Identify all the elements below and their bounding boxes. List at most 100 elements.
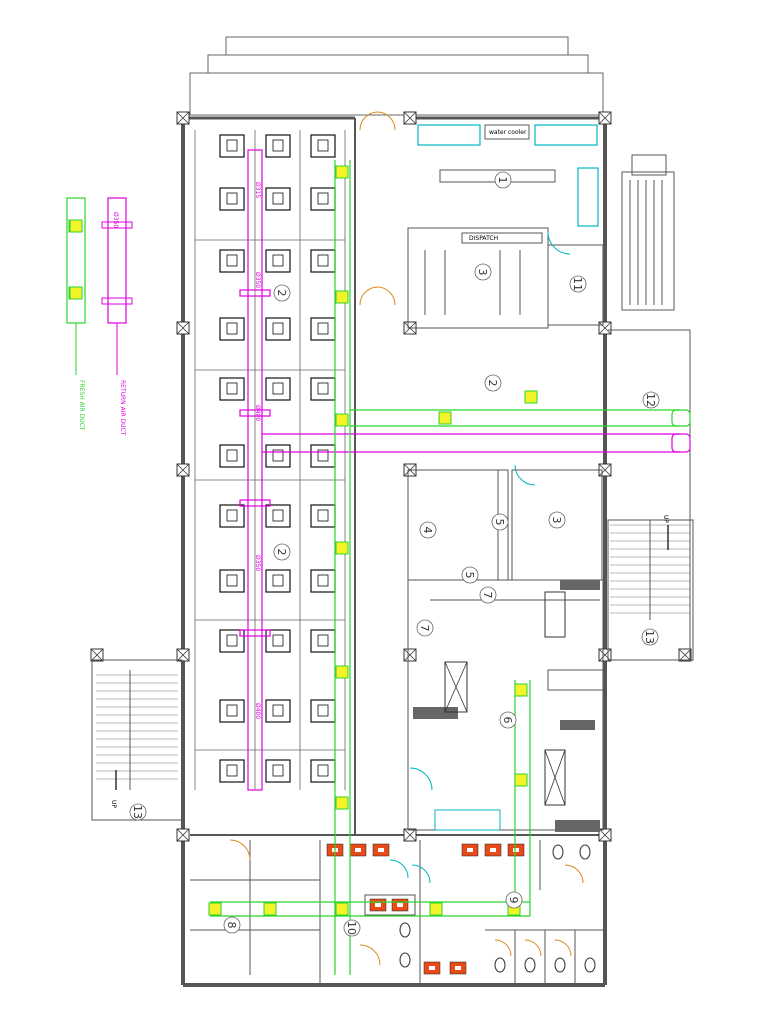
wc-fixture — [552, 844, 564, 860]
desk-symbol — [219, 444, 245, 468]
bottom-office — [190, 840, 321, 985]
room-number-n8: 8 — [223, 916, 241, 934]
desk-symbol — [265, 249, 291, 273]
column-marker — [176, 648, 190, 662]
room-number-label: 9 — [507, 897, 520, 904]
column-marker — [90, 648, 104, 662]
room-number-n11: 11 — [569, 275, 587, 293]
dispatch-room — [407, 169, 604, 329]
wc-fixtures — [399, 844, 596, 973]
desk-symbol — [310, 317, 336, 341]
legend-return-air-label: RETURN AIR DUCT — [119, 380, 126, 436]
desk-symbol — [265, 317, 291, 341]
room-number-label: 4 — [421, 527, 434, 534]
room-number-n7b: 7 — [416, 619, 434, 637]
room-number-label: 10 — [345, 921, 358, 935]
desk-symbol — [265, 759, 291, 783]
column-marker — [403, 111, 417, 125]
stair-right — [607, 329, 694, 661]
water-cooler-label: water cooler — [489, 129, 527, 136]
column-marker — [598, 321, 612, 335]
diffuser — [335, 413, 349, 427]
wc-fixture — [524, 957, 536, 973]
up-label-right: UP — [662, 515, 669, 523]
desk-symbol — [219, 699, 245, 723]
room-number-n13a: 13 — [641, 628, 659, 646]
desk-symbol — [310, 759, 336, 783]
column-marker — [598, 648, 612, 662]
sinks — [326, 843, 525, 975]
diffuser — [514, 683, 528, 697]
diffuser — [429, 902, 443, 916]
desk-symbol — [265, 134, 291, 158]
room-number-n9: 9 — [505, 891, 523, 909]
doors-orange — [229, 111, 584, 966]
desk-symbols — [219, 134, 336, 783]
diffuser — [438, 411, 452, 425]
roof-steps — [189, 36, 604, 116]
room-number-label: 7 — [418, 625, 431, 632]
desk-symbol — [310, 134, 336, 158]
water-cooler — [484, 124, 530, 140]
room-number-n2c: 2 — [273, 543, 291, 561]
diffuser — [335, 541, 349, 555]
duct-size-4: Ø350 — [254, 555, 261, 571]
room-number-label: 3 — [550, 517, 563, 524]
structural-columns — [90, 111, 692, 842]
up-label-left: UP — [110, 800, 117, 808]
desk-symbol — [310, 444, 336, 468]
desk-symbol — [265, 504, 291, 528]
wc-fixture — [494, 957, 506, 973]
fresh-air-duct — [210, 160, 691, 975]
room-number-n13b: 13 — [129, 803, 147, 821]
room-number-label: 7 — [481, 592, 494, 599]
legend-fresh-air-label: FRESH AIR DUCT — [78, 380, 85, 431]
column-marker — [598, 111, 612, 125]
desk-symbol — [265, 444, 291, 468]
room-number-n7a: 7 — [479, 586, 497, 604]
sink-basin — [397, 903, 403, 907]
desk-symbol — [219, 249, 245, 273]
workstation-grid — [194, 130, 346, 790]
air-diffusers — [68, 165, 538, 916]
desk-symbol — [219, 504, 245, 528]
desk-symbol — [219, 317, 245, 341]
sink-basin — [513, 848, 519, 852]
desk-symbol — [265, 629, 291, 653]
sink-basin — [355, 848, 361, 852]
room-number-label: 2 — [275, 549, 288, 556]
wc-fixture — [399, 922, 411, 938]
duct-size-5: Ø400 — [254, 703, 261, 719]
desk-symbol — [310, 249, 336, 273]
column-marker — [403, 648, 417, 662]
room-number-n10: 10 — [343, 919, 361, 937]
desk-symbol — [219, 377, 245, 401]
diffuser — [524, 390, 538, 404]
room-number-label: 12 — [644, 393, 657, 407]
desk-symbol — [219, 759, 245, 783]
room-number-n4: 4 — [419, 521, 437, 539]
doors — [389, 231, 571, 884]
room-number-label: 11 — [571, 277, 584, 291]
lounge — [417, 124, 599, 227]
desk-symbol — [310, 377, 336, 401]
room-number-n3b: 3 — [548, 511, 566, 529]
desk-symbol — [265, 377, 291, 401]
room-number-label: 3 — [476, 269, 489, 276]
column-marker — [403, 828, 417, 842]
sink-basin — [490, 848, 496, 852]
desk-symbol — [219, 569, 245, 593]
room-number-label: 5 — [493, 519, 506, 526]
desk-symbol — [310, 569, 336, 593]
wc-fixture — [584, 957, 596, 973]
room-number-label: 6 — [501, 717, 514, 724]
toilets — [364, 840, 605, 985]
room-number-label: 13 — [643, 630, 656, 644]
desk-symbol — [265, 187, 291, 211]
room-number-label: 8 — [225, 922, 238, 929]
room-number-label: 13 — [131, 805, 144, 819]
duct-size-3: Ø400 — [254, 405, 261, 421]
legend — [66, 197, 133, 375]
column-marker — [176, 463, 190, 477]
duct-size-2: Ø350 — [254, 272, 261, 288]
